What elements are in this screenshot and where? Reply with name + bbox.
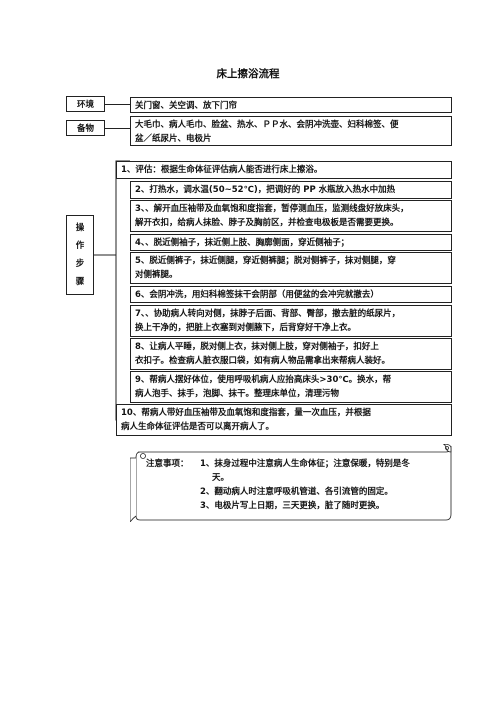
step-1-box: 1、评估：根据生命体征评估病人能否进行床上擦浴。 [116,161,452,179]
env-label: 环境 [76,100,94,110]
step-10-line-2: 病人生命体征评估是否可以离开病人了。 [121,422,275,432]
step-6-box: 6、会阴冲洗，用妇科棉签抹干会阴部（用便盆的会冲完就撤去） [130,286,452,303]
step-10-box: 10、帮病人带好血压袖带及血氧饱和度指套，量一次血压，并根据 病人生命体征评估是… [116,404,452,436]
notes-title: 注意事项： [146,459,189,469]
step-6-line-1: 6、会阴冲洗，用妇科棉签抹干会阴部（用便盆的会冲完就撤去） [135,290,379,300]
step-9-line-1: 9、帮病人摆好体位，使用呼吸机病人应抬高床头>30℃。换水，帮 [135,375,392,385]
step-8-box: 8、让病人平睡，脱对侧上衣，抹对侧上肢，穿对侧袖子，扣好上 衣扣子。检查病人脏衣… [130,338,452,370]
supplies-content-box: 大毛巾、病人毛巾、脸盆、热水、ＰＰ水、会阴冲洗壶、妇科棉签、便 盆／纸尿片、电极… [130,116,452,146]
steps-label-char-1: 操 [75,223,85,233]
step-3-line-2: 解开衣扣，给病人抹脸、脖子及胸前区，并检查电极板是否需要更换。 [135,218,399,228]
notes-scroll: 注意事项： 1、抹身过程中注意病人生命体征；注意保暖，特别是冬 天。 2、翻动病… [130,444,452,522]
scroll-outline [130,444,452,522]
step-8-line-1: 8、让病人平睡，脱对侧上衣，抹对侧上肢，穿对侧袖子，扣好上 [135,342,379,352]
note-2: 2、翻动病人时注意呼吸机管道、各引流管的固定。 [200,487,393,497]
step-4-box: 4、、脱近侧袖子，抹近侧上肢、胸廓侧面，穿近侧袖子； [130,234,452,251]
step-9-line-2: 病人泡手、抹手，泡脚、抹干。整理床单位，清理污物 [135,389,340,399]
steps-label-box: 操 作 步 骤 [66,215,94,295]
step-8-line-2: 衣扣子。检查病人脏衣服口袋，如有病人物品需拿出来帮病人装好。 [135,356,391,366]
env-content: 关门窗、关空调、放下门帘 [135,101,238,111]
steps-label-char-3: 步 [75,259,85,269]
supplies-line-1: 大毛巾、病人毛巾、脸盆、热水、ＰＰ水、会阴冲洗壶、妇科棉签、便 [135,120,399,130]
note-3: 3、电极片写上日期，三天更换，脏了随时更换。 [200,501,385,511]
step-4-line-1: 4、、脱近侧袖子，抹近侧上肢、胸廓侧面，穿近侧袖子； [135,238,350,248]
page-title: 床上擦浴流程 [216,68,280,80]
steps-bracket [94,160,130,421]
env-connector [105,104,130,105]
steps-label-char-2: 作 [75,241,85,251]
note-1-cont: 天。 [212,473,230,483]
step-9-box: 9、帮病人摆好体位，使用呼吸机病人应抬高床头>30℃。换水，帮 病人泡手、抹手，… [130,371,452,403]
step-2-line-1: 2、打热水，调水温(50~52℃)，把调好的 PP 水瓶放入热水中加热 [135,185,396,195]
step-7-line-2: 换上干净的，把脏上衣塞到对侧腋下，后背穿好干净上衣。 [135,323,357,333]
supplies-label: 备物 [76,124,94,134]
supplies-label-box: 备物 [66,120,105,136]
step-3-box: 3、、解开血压袖带及血氧饱和度指套，暂停测血压，监测线盘好放床头， 解开衣扣，给… [130,200,452,232]
supplies-line-2: 盆／纸尿片、电极片 [135,134,212,144]
steps-label-char-4: 骤 [75,277,85,287]
step-5-line-1: 5、脱近侧裤子，抹近侧腿，穿近侧裤腿；脱对侧裤子，抹对侧腿，穿 [135,256,396,266]
supplies-connector [105,128,130,129]
step-5-line-2: 对侧裤腿。 [135,270,178,280]
step-2-box: 2、打热水，调水温(50~52℃)，把调好的 PP 水瓶放入热水中加热 [130,181,452,199]
step-10-line-1: 10、帮病人带好血压袖带及血氧饱和度指套，量一次血压，并根据 [121,408,371,418]
step-3-line-1: 3、、解开血压袖带及血氧饱和度指套，暂停测血压，监测线盘好放床头， [135,204,409,214]
env-content-box: 关门窗、关空调、放下门帘 [130,97,452,113]
env-label-box: 环境 [66,96,105,112]
step-1-line-1: 1、评估：根据生命体征评估病人能否进行床上擦浴。 [121,165,323,175]
step-5-box: 5、脱近侧裤子，抹近侧腿，穿近侧裤腿；脱对侧裤子，抹对侧腿，穿 对侧裤腿。 [130,252,452,284]
step-7-line-1: 7、、协助病人转向对侧，抹脖子后面、背部、臀部，撤去脏的纸尿片， [135,309,401,319]
step-7-box: 7、、协助病人转向对侧，抹脖子后面、背部、臀部，撤去脏的纸尿片， 换上干净的，把… [130,305,452,337]
note-1: 1、抹身过程中注意病人生命体征；注意保暖，特别是冬 [200,459,410,469]
